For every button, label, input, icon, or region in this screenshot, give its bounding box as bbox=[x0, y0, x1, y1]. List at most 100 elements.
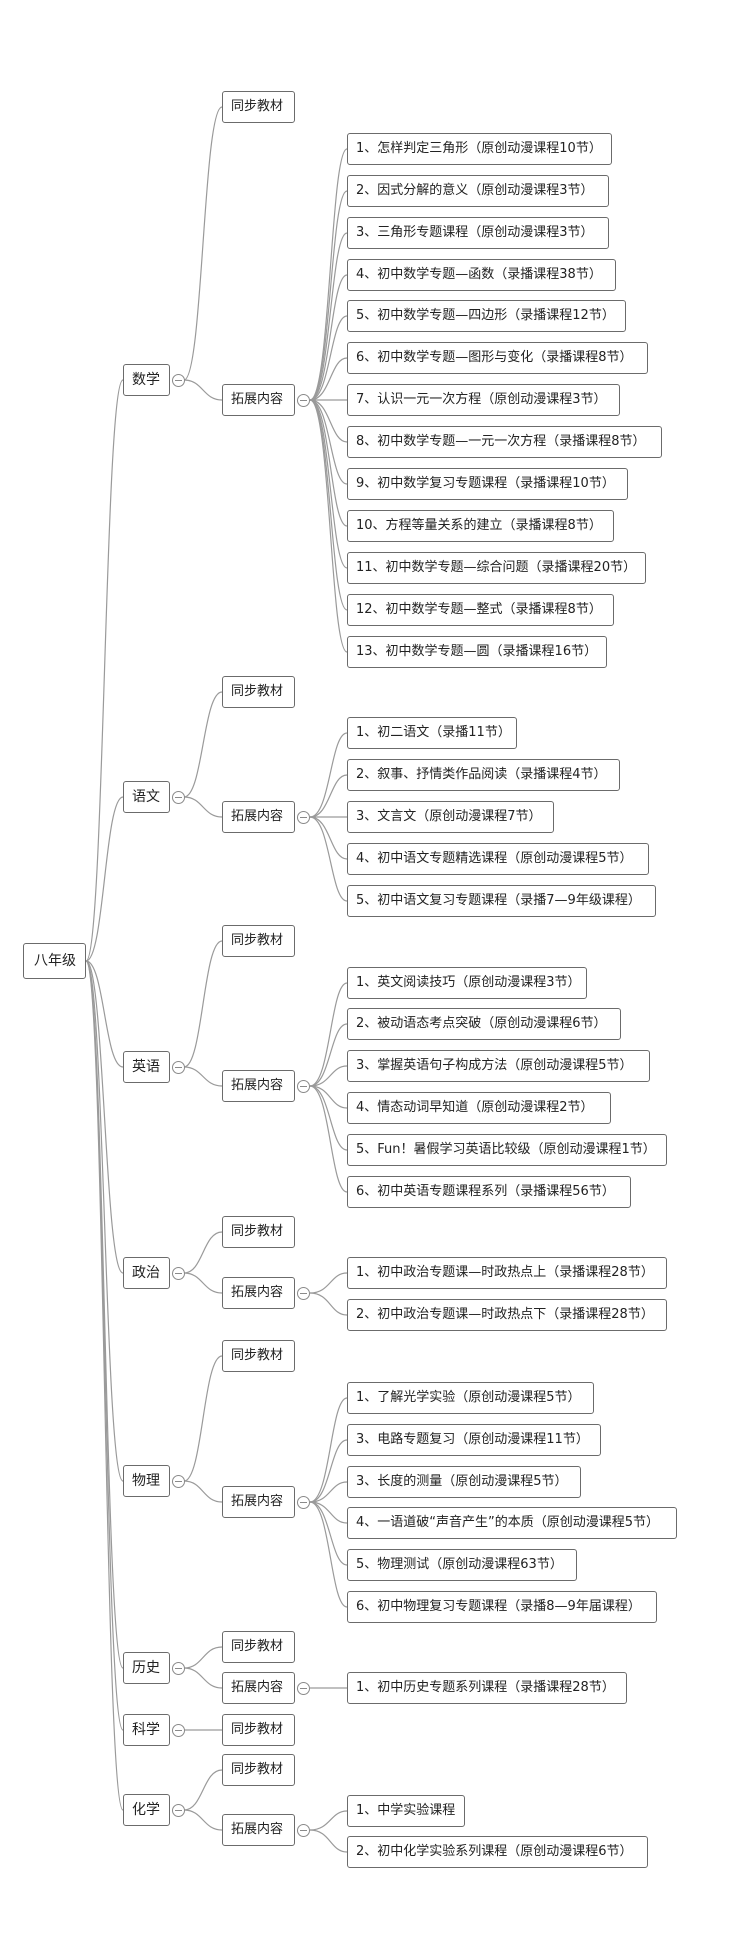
link-tuozhan-item-0-11 bbox=[309, 399, 348, 611]
collapse-toggle-subject-1[interactable] bbox=[171, 790, 185, 804]
collapse-toggle-subject-4[interactable] bbox=[171, 1474, 185, 1488]
tongbu-node-6[interactable]: 同步教材 bbox=[222, 1714, 295, 1746]
link-root-7 bbox=[85, 960, 124, 1811]
link-subject-tongbu-3 bbox=[183, 1231, 223, 1274]
course-item[interactable]: 5、物理测试（原创动漫课程63节） bbox=[347, 1549, 577, 1581]
course-item[interactable]: 5、初中数学专题—四边形（录播课程12节） bbox=[347, 300, 626, 332]
collapse-toggle-tuozhan-4[interactable] bbox=[296, 1495, 310, 1509]
collapse-toggle-tuozhan-2[interactable] bbox=[296, 1079, 310, 1093]
course-item[interactable]: 2、叙事、抒情类作品阅读（录播课程4节） bbox=[347, 759, 620, 791]
link-root-1 bbox=[85, 796, 124, 962]
tongbu-node-3[interactable]: 同步教材 bbox=[222, 1216, 295, 1248]
link-tuozhan-item-0-5 bbox=[309, 357, 348, 401]
subject-node-6[interactable]: 科学 bbox=[123, 1714, 170, 1746]
subject-node-4[interactable]: 物理 bbox=[123, 1465, 170, 1497]
link-subject-tongbu-0 bbox=[183, 106, 223, 381]
link-tuozhan-item-7-1 bbox=[309, 1829, 348, 1853]
course-item[interactable]: 13、初中数学专题—圆（录播课程16节） bbox=[347, 636, 607, 668]
tongbu-node-4[interactable]: 同步教材 bbox=[222, 1340, 295, 1372]
collapse-toggle-tuozhan-0[interactable] bbox=[296, 393, 310, 407]
collapse-toggle-subject-7[interactable] bbox=[171, 1803, 185, 1817]
link-tuozhan-item-0-4 bbox=[309, 315, 348, 401]
course-item[interactable]: 2、因式分解的意义（原创动漫课程3节） bbox=[347, 175, 609, 207]
course-item[interactable]: 2、初中化学实验系列课程（原创动漫课程6节） bbox=[347, 1836, 648, 1868]
course-item[interactable]: 1、初中政治专题课—时政热点上（录播课程28节） bbox=[347, 1257, 667, 1289]
subject-node-1[interactable]: 语文 bbox=[123, 781, 170, 813]
link-root-2 bbox=[85, 960, 124, 1068]
tongbu-node-7[interactable]: 同步教材 bbox=[222, 1754, 295, 1786]
subject-node-0[interactable]: 数学 bbox=[123, 364, 170, 396]
subject-node-3[interactable]: 政治 bbox=[123, 1257, 170, 1289]
course-item[interactable]: 3、长度的测量（原创动漫课程5节） bbox=[347, 1466, 581, 1498]
tongbu-node-0[interactable]: 同步教材 bbox=[222, 91, 295, 123]
link-tuozhan-item-2-0 bbox=[309, 982, 348, 1087]
link-tuozhan-item-4-5 bbox=[309, 1501, 348, 1608]
course-item[interactable]: 6、初中英语专题课程系列（录播课程56节） bbox=[347, 1176, 631, 1208]
tuozhan-node-1[interactable]: 拓展内容 bbox=[222, 801, 295, 833]
course-item[interactable]: 11、初中数学专题—综合问题（录播课程20节） bbox=[347, 552, 646, 584]
link-tuozhan-item-3-0 bbox=[309, 1272, 348, 1294]
collapse-toggle-tuozhan-1[interactable] bbox=[296, 810, 310, 824]
tuozhan-node-0[interactable]: 拓展内容 bbox=[222, 384, 295, 416]
course-item[interactable]: 2、初中政治专题课—时政热点下（录播课程28节） bbox=[347, 1299, 667, 1331]
collapse-toggle-subject-6[interactable] bbox=[171, 1723, 185, 1737]
course-item[interactable]: 1、英文阅读技巧（原创动漫课程3节） bbox=[347, 967, 587, 999]
course-item[interactable]: 6、初中物理复习专题课程（录播8—9年届课程） bbox=[347, 1591, 657, 1623]
tongbu-node-1[interactable]: 同步教材 bbox=[222, 676, 295, 708]
course-item[interactable]: 4、一语道破“声音产生”的本质（原创动漫课程5节） bbox=[347, 1507, 677, 1539]
link-tuozhan-item-0-12 bbox=[309, 399, 348, 653]
tuozhan-node-2[interactable]: 拓展内容 bbox=[222, 1070, 295, 1102]
tuozhan-node-4[interactable]: 拓展内容 bbox=[222, 1486, 295, 1518]
subject-node-7[interactable]: 化学 bbox=[123, 1794, 170, 1826]
tuozhan-node-5[interactable]: 拓展内容 bbox=[222, 1672, 295, 1704]
link-tuozhan-item-0-8 bbox=[309, 399, 348, 485]
course-item[interactable]: 10、方程等量关系的建立（录播课程8节） bbox=[347, 510, 614, 542]
course-item[interactable]: 4、初中语文专题精选课程（原创动漫课程5节） bbox=[347, 843, 649, 875]
tuozhan-node-7[interactable]: 拓展内容 bbox=[222, 1814, 295, 1846]
course-item[interactable]: 1、了解光学实验（原创动漫课程5节） bbox=[347, 1382, 594, 1414]
collapse-toggle-subject-3[interactable] bbox=[171, 1266, 185, 1280]
course-item[interactable]: 3、电路专题复习（原创动漫课程11节） bbox=[347, 1424, 601, 1456]
tuozhan-node-3[interactable]: 拓展内容 bbox=[222, 1277, 295, 1309]
link-tuozhan-item-0-7 bbox=[309, 399, 348, 443]
course-item[interactable]: 9、初中数学复习专题课程（录播课程10节） bbox=[347, 468, 628, 500]
course-item[interactable]: 12、初中数学专题—整式（录播课程8节） bbox=[347, 594, 614, 626]
collapse-toggle-tuozhan-7[interactable] bbox=[296, 1823, 310, 1837]
course-item[interactable]: 5、Fun！暑假学习英语比较级（原创动漫课程1节） bbox=[347, 1134, 667, 1166]
collapse-toggle-tuozhan-5[interactable] bbox=[296, 1681, 310, 1695]
link-tuozhan-item-2-1 bbox=[309, 1023, 348, 1087]
tongbu-node-5[interactable]: 同步教材 bbox=[222, 1631, 295, 1663]
link-tuozhan-item-0-2 bbox=[309, 232, 348, 401]
course-item[interactable]: 1、中学实验课程 bbox=[347, 1795, 465, 1827]
collapse-toggle-subject-0[interactable] bbox=[171, 373, 185, 387]
link-tuozhan-item-2-2 bbox=[309, 1065, 348, 1087]
link-subject-tuozhan-0 bbox=[183, 379, 223, 401]
root-node[interactable]: 八年级 bbox=[23, 943, 86, 979]
course-item[interactable]: 4、初中数学专题—函数（录播课程38节） bbox=[347, 259, 616, 291]
subject-node-2[interactable]: 英语 bbox=[123, 1051, 170, 1083]
course-item[interactable]: 5、初中语文复习专题课程（录播7—9年级课程） bbox=[347, 885, 656, 917]
course-item[interactable]: 3、三角形专题课程（原创动漫课程3节） bbox=[347, 217, 609, 249]
link-tuozhan-item-4-4 bbox=[309, 1501, 348, 1566]
course-item[interactable]: 3、文言文（原创动漫课程7节） bbox=[347, 801, 554, 833]
course-item[interactable]: 6、初中数学专题—图形与变化（录播课程8节） bbox=[347, 342, 648, 374]
course-item[interactable]: 1、初中历史专题系列课程（录播课程28节） bbox=[347, 1672, 627, 1704]
collapse-toggle-subject-5[interactable] bbox=[171, 1661, 185, 1675]
course-item[interactable]: 7、认识一元一次方程（原创动漫课程3节） bbox=[347, 384, 620, 416]
link-root-5 bbox=[85, 960, 124, 1669]
link-subject-tongbu-5 bbox=[183, 1646, 223, 1669]
collapse-toggle-subject-2[interactable] bbox=[171, 1060, 185, 1074]
course-item[interactable]: 4、情态动词早知道（原创动漫课程2节） bbox=[347, 1092, 611, 1124]
course-item[interactable]: 1、初二语文（录播11节） bbox=[347, 717, 517, 749]
course-item[interactable]: 2、被动语态考点突破（原创动漫课程6节） bbox=[347, 1008, 621, 1040]
collapse-toggle-tuozhan-3[interactable] bbox=[296, 1286, 310, 1300]
course-item[interactable]: 8、初中数学专题—一元一次方程（录播课程8节） bbox=[347, 426, 662, 458]
course-item[interactable]: 3、掌握英语句子构成方法（原创动漫课程5节） bbox=[347, 1050, 650, 1082]
link-tuozhan-item-0-1 bbox=[309, 190, 348, 401]
course-item[interactable]: 1、怎样判定三角形（原创动漫课程10节） bbox=[347, 133, 612, 165]
tongbu-node-2[interactable]: 同步教材 bbox=[222, 925, 295, 957]
link-subject-tuozhan-2 bbox=[183, 1066, 223, 1087]
subject-node-5[interactable]: 历史 bbox=[123, 1652, 170, 1684]
link-tuozhan-item-0-0 bbox=[309, 148, 348, 401]
